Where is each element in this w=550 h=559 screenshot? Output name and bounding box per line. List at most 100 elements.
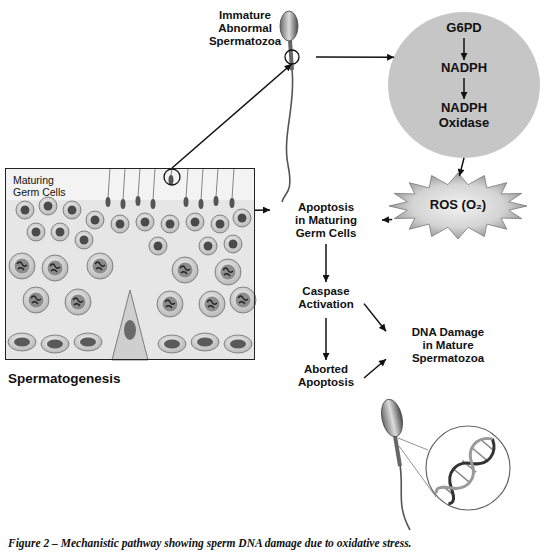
spermatogonium: [41, 335, 69, 353]
head: [106, 197, 111, 207]
magnifier-circle: [426, 426, 510, 510]
spermatocyte: [172, 257, 198, 283]
tail: [123, 168, 125, 200]
head: [199, 199, 204, 209]
mature-sperm-illustration: [378, 397, 510, 530]
germ-cell: [16, 201, 34, 219]
node-text: G6PD: [439, 21, 489, 36]
spermatocyte: [215, 259, 241, 285]
node-text: Apoptosis in Maturing Germ Cells: [293, 201, 359, 241]
lumen-strip: [5, 168, 255, 200]
head: [121, 199, 126, 209]
head: [214, 196, 219, 206]
sperm-tail: [400, 465, 410, 530]
node-text: NADPH Oxidase: [432, 101, 496, 131]
leader-line: [398, 438, 428, 450]
node-text: ROS (O₂): [388, 198, 528, 213]
arrow-connector: [172, 64, 292, 168]
tail: [138, 168, 140, 197]
arrow-connector: [382, 219, 392, 221]
node-text: NADPH: [434, 61, 494, 76]
tail: [153, 168, 155, 200]
germ-cell: [63, 201, 81, 219]
tail: [216, 168, 218, 197]
immature-sperm-illustration: [280, 11, 299, 202]
germ-cell: [136, 213, 154, 231]
germ-cell: [199, 237, 217, 255]
rung: [454, 469, 469, 482]
germ-cell: [149, 237, 167, 255]
arrow-connector: [325, 318, 327, 360]
head: [230, 198, 235, 208]
germ-cell: [86, 211, 104, 229]
germ-cell: [161, 215, 179, 233]
highlight-circle: [164, 169, 180, 185]
sertoli-cell: [112, 290, 148, 360]
node-text: Caspase Activation: [293, 285, 359, 311]
sperm-midpiece: [395, 436, 400, 466]
arrow-connector: [316, 56, 394, 58]
spermatogonium: [158, 335, 186, 353]
arrow-connector: [364, 304, 386, 332]
tail: [186, 168, 188, 198]
germ-cell: [39, 197, 57, 215]
sertoli-nucleus: [124, 320, 136, 340]
germ-cell: [224, 235, 242, 253]
tail: [108, 168, 110, 198]
dna-helix: [434, 432, 500, 505]
cofactor-label: NADPH: [434, 60, 494, 78]
germ-cell: [51, 223, 69, 241]
arrow-connector: [255, 209, 270, 211]
spermatid-tails: [108, 168, 234, 200]
spermatocyte: [199, 291, 225, 317]
seminiferous-tubule: [5, 168, 256, 360]
spermatogenesis-panel: Maturing Germ CellsSpermatogenesis: [5, 168, 255, 360]
basal-cells: [8, 333, 252, 353]
tail: [201, 168, 203, 200]
rung: [472, 448, 487, 461]
head: [184, 197, 189, 207]
spermatocyte: [9, 253, 35, 279]
spermatogonium: [191, 333, 219, 351]
process-label: Apoptosis in Maturing Germ Cells: [270, 198, 382, 244]
germ-cell: [111, 215, 129, 233]
node-text: Immature Abnormal Spermatozoa: [205, 9, 285, 49]
starburst-fill: [389, 173, 527, 239]
head: [136, 196, 141, 206]
arrow-connector: [364, 359, 386, 378]
spermatocyte: [23, 287, 49, 313]
spermatocyte: [65, 289, 91, 315]
head: [151, 199, 156, 209]
highlight-circle: [285, 50, 299, 64]
sperm-head: [378, 397, 405, 438]
tail: [232, 168, 234, 199]
enzyme-label: G6PD: [439, 20, 489, 38]
spermatogonium: [74, 333, 102, 351]
figure-caption: Figure 2 – Mechanistic pathway showing s…: [8, 537, 548, 551]
tubule-background: [5, 168, 255, 360]
sperm-tail: [282, 70, 293, 202]
germ-cell: [27, 223, 45, 241]
germ-cell: [75, 231, 93, 249]
small-germ-cells: [16, 197, 251, 255]
node-text: Maturing Germ Cells: [13, 174, 69, 198]
spermatocyte: [87, 253, 113, 279]
germ-cell: [211, 215, 229, 233]
helix-strand: [434, 432, 500, 505]
node-text: Aborted Apoptosis: [293, 363, 359, 389]
ros-starburst: ROS (O₂): [388, 172, 528, 240]
panel-heading: Spermatogenesis: [8, 371, 121, 387]
spermatocyte: [230, 287, 256, 313]
ellipse-fill: [388, 12, 540, 158]
enzyme-label: NADPH Oxidase: [419, 99, 509, 135]
process-label: Caspase Activation: [288, 282, 364, 318]
helix-strand: [434, 432, 500, 505]
sperm-midpiece: [290, 40, 292, 70]
outcome-label: DNA Damage in Mature Spermatozoa: [386, 320, 510, 376]
spermatocyte: [157, 291, 183, 317]
sperm-head: [280, 11, 298, 41]
process-label: Aborted Apoptosis: [288, 360, 364, 396]
germ-cell: [233, 209, 251, 227]
arrow-connector: [325, 244, 327, 282]
